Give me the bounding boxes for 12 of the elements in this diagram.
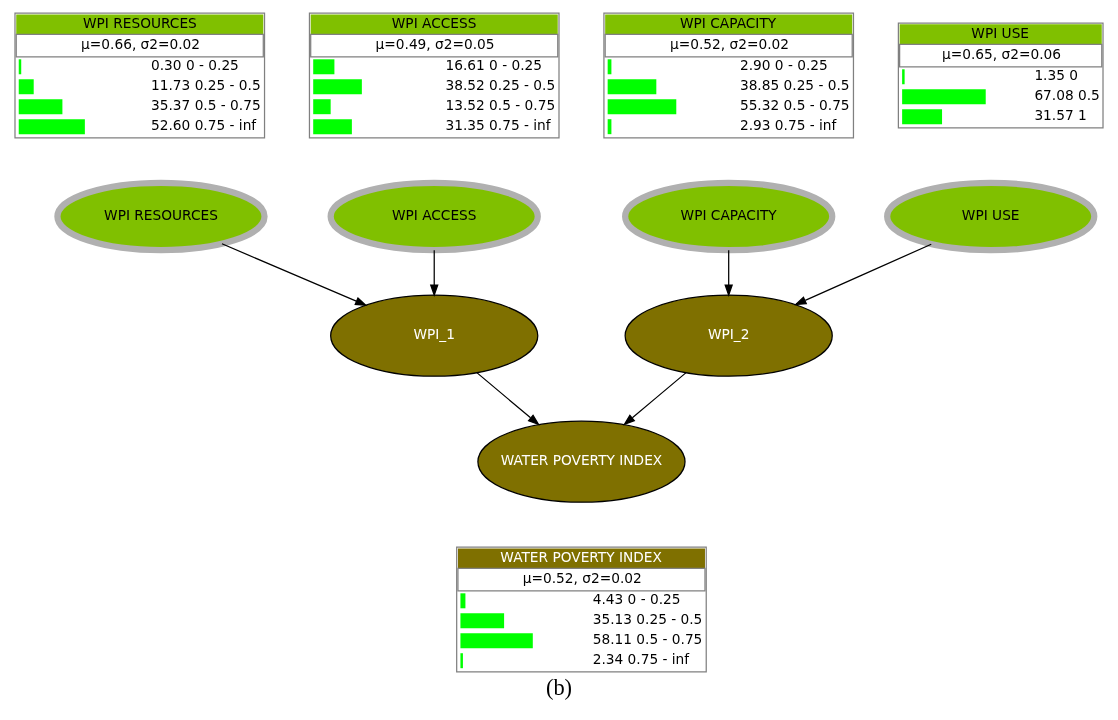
arrow: [724, 249, 734, 297]
caption: (b): [545, 674, 573, 700]
node-ellipse: WATER POVERTY INDEX: [477, 420, 686, 503]
arrow: [476, 372, 540, 426]
arrow: [429, 249, 439, 297]
node-ellipse: WPI RESOURCES: [54, 179, 268, 254]
arrow: [623, 372, 687, 426]
arrow: [221, 243, 368, 306]
node-ellipse: WPI ACCESS: [327, 179, 541, 254]
node-ellipse: WPI USE: [884, 179, 1098, 254]
node-ellipse: WPI CAPACITY: [622, 179, 836, 254]
arrow: [794, 243, 932, 306]
